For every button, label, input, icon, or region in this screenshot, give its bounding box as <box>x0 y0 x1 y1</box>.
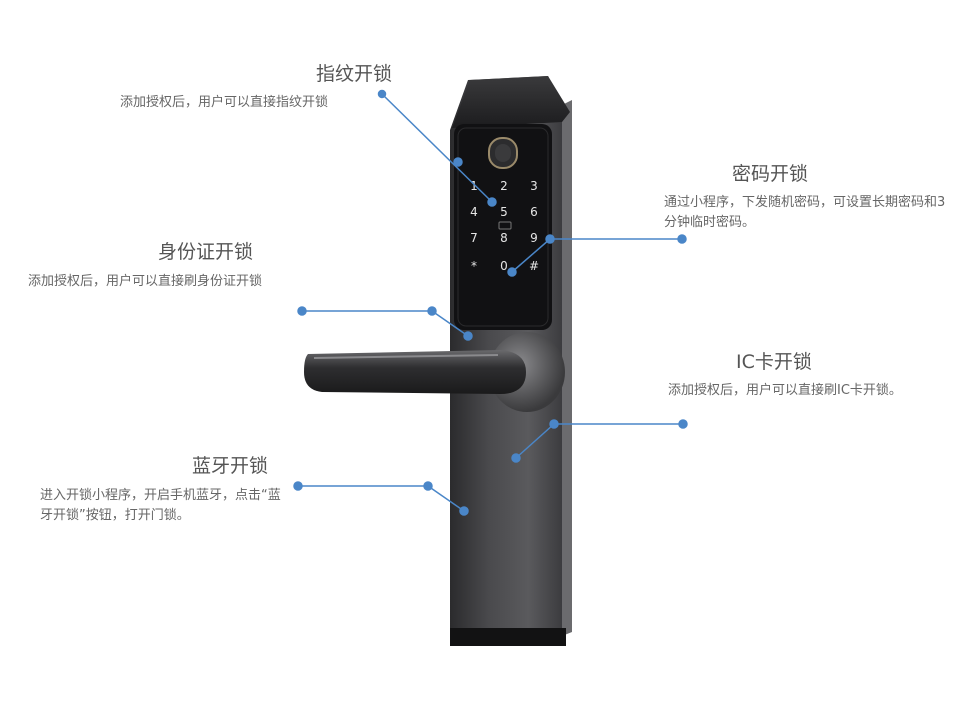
bluetooth-desc: 进入开锁小程序，开启手机蓝牙，点击“蓝牙开锁”按钮，打开门锁。 <box>40 488 281 523</box>
fingerprint-desc: 添加授权后，用户可以直接指纹开锁 <box>120 95 329 110</box>
keypad-key: 0 <box>500 259 508 273</box>
keypad-key: * <box>471 259 477 273</box>
fingerprint-title: 指纹开锁 <box>316 63 393 85</box>
ic-card-title: IC卡开锁 <box>736 351 812 373</box>
keypad-key: 7 <box>470 231 478 245</box>
password-title: 密码开锁 <box>732 163 809 185</box>
keypad-key: 9 <box>530 231 538 245</box>
keypad-key: 1 <box>470 179 478 193</box>
bluetooth-title: 蓝牙开锁 <box>192 455 269 477</box>
ic-card-desc: 添加授权后，用户可以直接刷IC卡开锁。 <box>668 383 902 398</box>
door-handle <box>304 350 526 394</box>
id-card-desc: 添加授权后，用户可以直接刷身份证开锁 <box>28 274 263 289</box>
connector-lines <box>293 89 688 516</box>
password-desc: 通过小程序，下发随机密码，可设置长期密码和3分钟临时密码。 <box>664 195 946 230</box>
keypad-key: # <box>529 259 539 273</box>
keypad-keys: 1 2 3 4 5 6 7 8 9 * 0 # <box>470 179 539 273</box>
lock-side-edge <box>562 100 572 636</box>
keypad-panel-glare <box>457 127 549 327</box>
keypad-key: 4 <box>470 205 478 219</box>
card-reader-mark <box>498 221 512 230</box>
lock-top-cap <box>452 76 570 128</box>
keypad-key: 5 <box>500 205 508 219</box>
keypad-key: 6 <box>530 205 538 219</box>
keypad-key: 3 <box>530 179 538 193</box>
lock-bottom-cap <box>450 628 566 646</box>
id-card-title: 身份证开锁 <box>158 241 254 263</box>
keypad-key: 2 <box>500 179 508 193</box>
keypad-key: 8 <box>500 231 508 245</box>
keypad-panel <box>454 124 552 330</box>
